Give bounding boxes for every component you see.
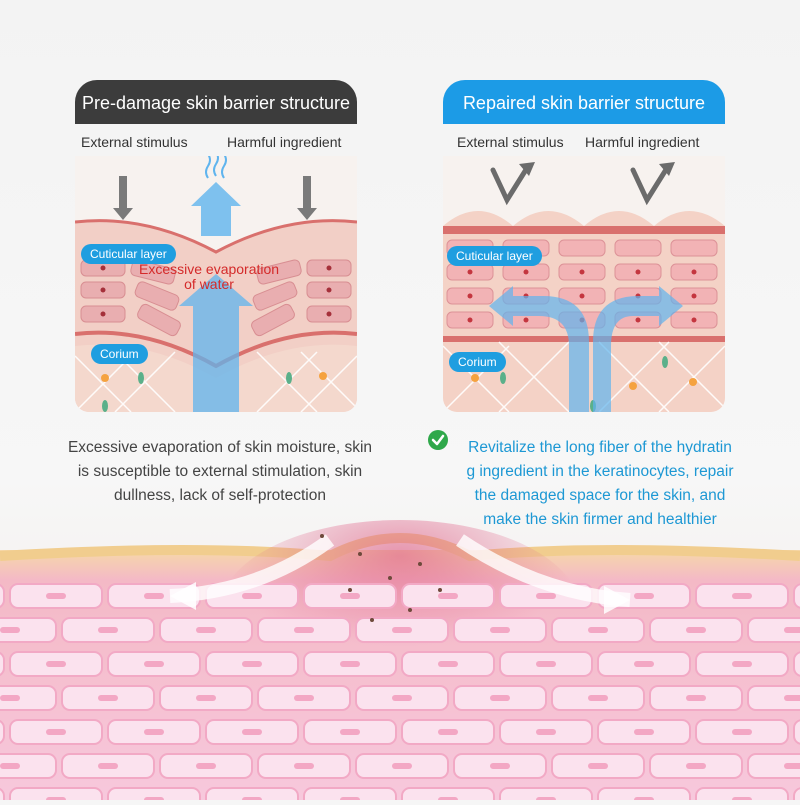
- skin-cell-nucleus: [196, 627, 216, 633]
- skin-cell-nucleus: [634, 729, 654, 735]
- skin-cell-nucleus: [196, 695, 216, 701]
- caption-line: is susceptible to external stimulation, …: [77, 463, 363, 480]
- skin-cell-nucleus: [536, 661, 556, 667]
- harmful-ingredient-label: Harmful ingredient: [585, 134, 700, 150]
- skin-cell-nucleus: [686, 695, 706, 701]
- skin-cells-illustration: [0, 520, 800, 805]
- skin-cell-nucleus: [242, 593, 262, 599]
- skin-cell-nucleus: [438, 661, 458, 667]
- cuticular-layer-tag: Cuticular layer: [81, 244, 176, 264]
- skin-cell-nucleus: [0, 763, 20, 769]
- skin-cell-nucleus: [294, 763, 314, 769]
- skin-cell-nucleus: [490, 695, 510, 701]
- skin-cell-nucleus: [784, 763, 800, 769]
- skin-cell: [0, 753, 57, 779]
- skin-cell-nucleus: [0, 695, 20, 701]
- vapor-icon: [205, 156, 227, 179]
- caption-line: dullness, lack of self-protection: [114, 487, 326, 504]
- skin-cell-nucleus: [588, 695, 608, 701]
- skin-cell: [0, 685, 57, 711]
- skin-cell-nucleus: [490, 627, 510, 633]
- external-stimulus-label: External stimulus: [457, 134, 564, 150]
- arrow-deflect-icon: [490, 165, 670, 206]
- evaporation-line1: Excessive evaporation: [139, 261, 280, 277]
- skin-cell-nucleus: [732, 661, 752, 667]
- skin-cell-nucleus: [46, 661, 66, 667]
- skin-cell-nucleus: [634, 593, 654, 599]
- skin-cell: [0, 651, 5, 677]
- skin-cell-nucleus: [438, 729, 458, 735]
- skin-cell-nucleus: [242, 661, 262, 667]
- damaged-caption: Excessive evaporation of skin moisture, …: [45, 436, 395, 508]
- skin-cell-nucleus: [294, 627, 314, 633]
- skin-cell-nucleus: [686, 627, 706, 633]
- repaired-skin-illustration: Cuticular layer Corium: [443, 156, 725, 412]
- repaired-barrier-panel: Repaired skin barrier structure External…: [443, 80, 725, 412]
- damaged-skin-illustration: Excessive evaporation of water Cuticular…: [75, 156, 357, 412]
- corium-tag: Corium: [91, 344, 148, 364]
- skin-cell-nucleus: [784, 695, 800, 701]
- skin-cell-nucleus: [340, 729, 360, 735]
- skin-cell-nucleus: [294, 695, 314, 701]
- skin-cell-nucleus: [588, 627, 608, 633]
- skin-cell-nucleus: [588, 763, 608, 769]
- skin-cell-nucleus: [242, 729, 262, 735]
- skin-cell-nucleus: [98, 763, 118, 769]
- cuticular-layer-tag: Cuticular layer: [447, 246, 542, 266]
- skin-cell: [747, 617, 800, 643]
- repaired-caption: Revitalize the long fiber of the hydrati…: [450, 436, 750, 532]
- caption-line: g ingredient in the keratinocytes, repai…: [466, 463, 734, 480]
- caption-line: the damaged space for the skin, and: [474, 487, 726, 504]
- skin-cell-nucleus: [98, 695, 118, 701]
- skin-cell: [793, 719, 800, 745]
- external-stimulus-label: External stimulus: [81, 134, 188, 150]
- skin-cell-nucleus: [536, 593, 556, 599]
- skin-cell-nucleus: [438, 593, 458, 599]
- skin-cell-nucleus: [46, 593, 66, 599]
- skin-cell-nucleus: [634, 661, 654, 667]
- skin-cell-nucleus: [732, 729, 752, 735]
- skin-cell-nucleus: [196, 763, 216, 769]
- caption-line: Revitalize the long fiber of the hydrati…: [468, 439, 732, 456]
- damaged-barrier-panel: Pre-damage skin barrier structure Extern…: [75, 80, 357, 412]
- evaporation-label: Excessive evaporation of water: [139, 262, 279, 292]
- skin-cell-nucleus: [732, 593, 752, 599]
- skin-cell-nucleus: [340, 593, 360, 599]
- skin-cell-nucleus: [46, 729, 66, 735]
- skin-cell: [0, 617, 57, 643]
- skin-cell-nucleus: [392, 627, 412, 633]
- evaporation-line2: of water: [184, 276, 234, 292]
- skin-cell-nucleus: [144, 661, 164, 667]
- skin-cell-nucleus: [98, 627, 118, 633]
- skin-cell-nucleus: [0, 627, 20, 633]
- skin-cell-nucleus: [686, 763, 706, 769]
- arrow-down-icon: [113, 176, 317, 220]
- panel-title: Repaired skin barrier structure: [443, 80, 725, 124]
- corium-tag: Corium: [449, 352, 506, 372]
- check-icon: [428, 430, 448, 450]
- skin-cell: [793, 651, 800, 677]
- skin-cell-nucleus: [340, 661, 360, 667]
- skin-cell-nucleus: [144, 593, 164, 599]
- skin-cell: [747, 685, 800, 711]
- skin-cell: [0, 719, 5, 745]
- skin-cell-nucleus: [144, 729, 164, 735]
- skin-cell: [0, 583, 5, 609]
- skin-cell-nucleus: [490, 763, 510, 769]
- skin-cell-nucleus: [536, 729, 556, 735]
- skin-cell-nucleus: [784, 627, 800, 633]
- caption-line: Excessive evaporation of skin moisture, …: [67, 439, 373, 456]
- harmful-ingredient-label: Harmful ingredient: [227, 134, 342, 150]
- skin-cell-nucleus: [392, 763, 412, 769]
- skin-cell: [793, 583, 800, 609]
- skin-cell-nucleus: [392, 695, 412, 701]
- caption-line: make the skin firmer and healthier: [483, 511, 717, 528]
- panel-title: Pre-damage skin barrier structure: [75, 80, 357, 124]
- skin-cell: [747, 753, 800, 779]
